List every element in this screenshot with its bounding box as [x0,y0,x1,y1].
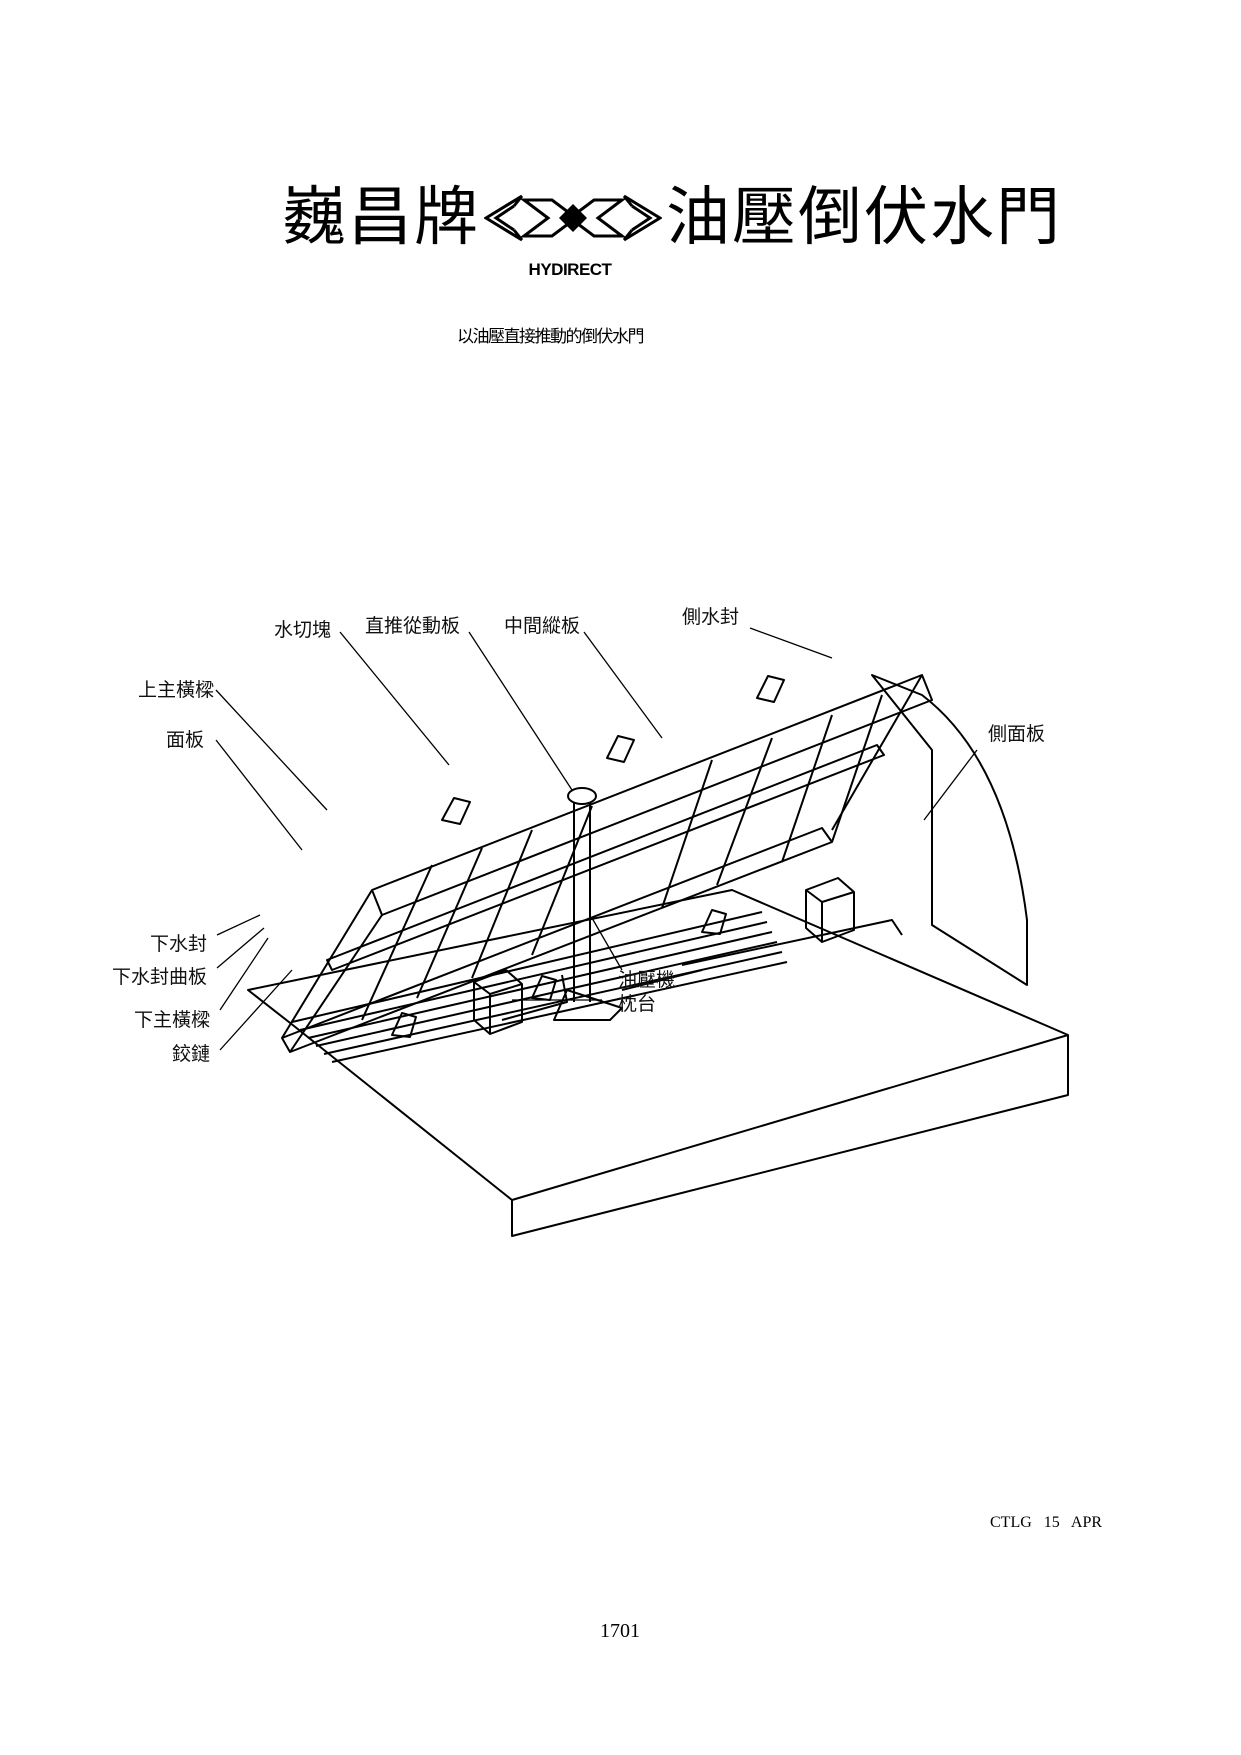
water-cut-blocks [441,675,785,825]
label-pillow-block: 枕台 [618,993,656,1015]
pillow-block-1 [473,969,523,1035]
gate-face-plate [371,674,933,916]
pillow-block-2 [805,877,855,943]
label-middle-longitudinal-plate: 中間縱板 [504,615,580,637]
side-panel [871,674,1028,986]
label-water-cutting-block: 水切塊 [274,619,331,641]
page-title: 巍昌牌 油壓倒伏水門 [282,178,1062,258]
label-lower-main-beam: 下主橫樑 [134,1009,210,1031]
brand-logo-icon [484,194,662,242]
channel-floor-lines [291,911,788,1063]
page-number: 1701 [600,1620,640,1642]
hinges [391,909,727,1038]
base-slab-front-edge [511,1034,1069,1201]
tagline: 以油壓直接推動的倒伏水門 [457,327,645,347]
label-direct-push-follower-plate: 直推從動板 [365,615,460,637]
gate-middle-beam [326,744,885,971]
label-side-panel: 側面板 [988,723,1045,745]
gate-diagram: 水切塊 直推從動板 中間縱板 側水封 上主橫樑 面板 側面板 下水封 下水封曲板… [62,590,1202,1290]
base-slab-outline [247,889,1069,1237]
label-lower-water-seal: 下水封 [150,933,207,955]
label-side-water-seal: 側水封 [682,606,739,628]
product-name: 油壓倒伏水門 [666,181,1062,255]
english-product-name: HYDIRECT [528,260,612,279]
label-face-plate: 面板 [166,729,204,751]
gate-diagram-svg: 水切塊 直推從動板 中間縱板 側水封 上主橫樑 面板 側面板 下水封 下水封曲板… [112,606,1069,1237]
brand-name: 巍昌牌 [282,181,480,255]
catalog-code: CTLG 15 APR [990,1514,1103,1531]
label-hydraulic-cylinder: 油壓機 [618,969,675,991]
label-lower-seal-curved-plate: 下水封曲板 [112,966,207,988]
label-hinge: 鉸鏈 [172,1043,210,1065]
label-upper-main-beam: 上主橫樑 [138,679,214,701]
